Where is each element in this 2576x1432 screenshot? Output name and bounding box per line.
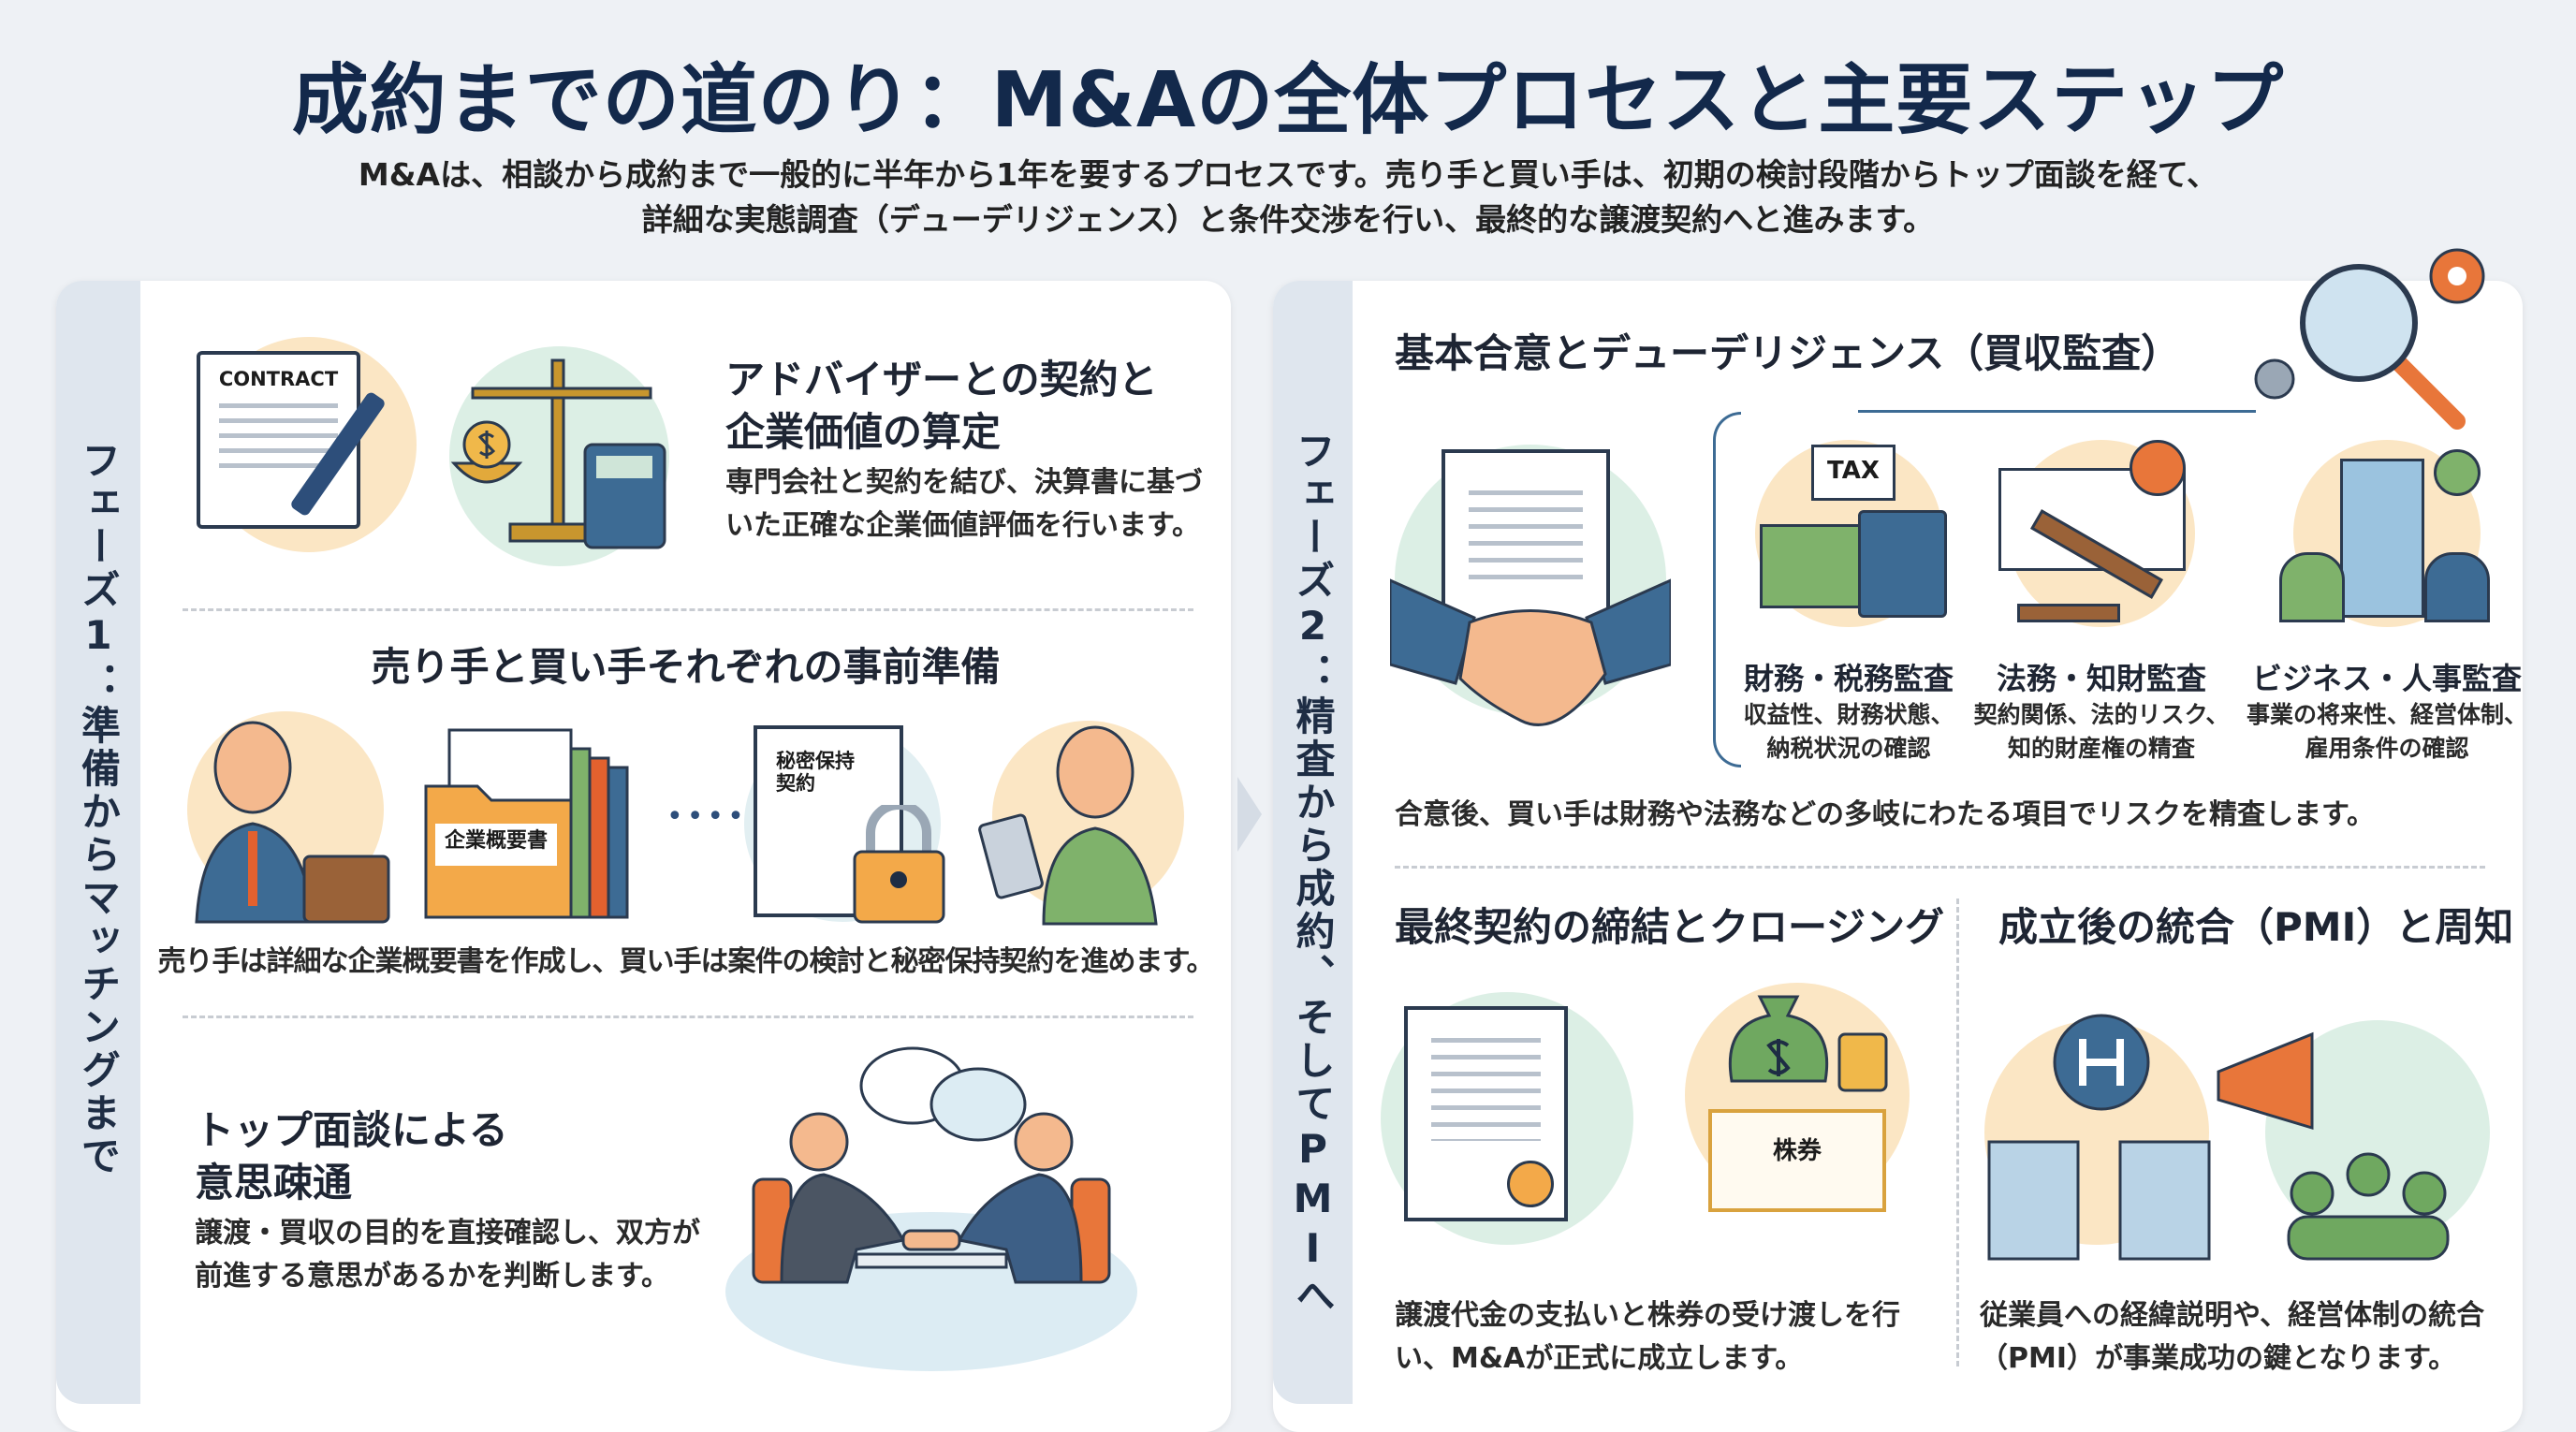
pmi-title: 成立後の統合（PMI）と周知 <box>1998 904 2514 950</box>
pmi-body-line-2: （PMI）が事業成功の鍵となります。 <box>1980 1342 2457 1375</box>
step3-body-line-2: 前進する意思があるかを判断します。 <box>195 1260 669 1293</box>
connector-line <box>1858 410 2256 413</box>
dd-title: 基本合意とデューデリジェンス（買収監査） <box>1395 330 2181 376</box>
phase1-label: フェーズ1：準備からマッチングまで <box>75 440 122 1178</box>
audit-desc-line-2: 雇用条件の確認 <box>2305 735 2469 762</box>
audit-business: ビジネス・人事監査 事業の将来性、経営体制、 雇用条件の確認 <box>2247 440 2527 766</box>
audit-desc-line-1: 収益性、財務状態、 <box>1743 701 1954 728</box>
step1-body-line-1: 専門会社と契約を結び、決算書に基づ <box>725 466 1203 499</box>
scale-calculator-icon <box>450 358 666 549</box>
subtitle-line-1: M&Aは、相談から成約まで一般的に半年から1年を要するプロセスです。売り手と買い… <box>358 156 2218 193</box>
magnifier-gear-icon <box>2254 248 2485 430</box>
closing-title: 最終契約の締結とクロージング <box>1395 904 1945 950</box>
step1-title-line-2: 企業価値の算定 <box>725 409 1002 455</box>
nda-label: 秘密保持 契約 <box>757 729 900 795</box>
audit-desc-line-1: 契約関係、法的リスク、 <box>1973 701 2230 728</box>
divider <box>1395 866 2485 869</box>
contract-icon: CONTRACT <box>197 351 360 529</box>
step3-body-line-1: 譲渡・買収の目的を直接確認し、双方が <box>195 1217 700 1249</box>
page-title: 成約までの道のり：M&Aの全体プロセスと主要ステップ <box>291 56 2285 145</box>
audit-title: 財務・税務監査 <box>1743 661 1954 696</box>
phase1-strip: フェーズ1：準備からマッチングまで <box>56 281 140 1404</box>
step1-body: 専門会社と契約を結び、決算書に基づ いた正確な企業価値評価を行います。 <box>725 461 1203 548</box>
step3-title: トップ面談による 意思疎通 <box>195 1104 508 1209</box>
closing-body-line-2: い、M&Aが正式に成立します。 <box>1395 1342 1804 1375</box>
pmi-body: 従業員への経緯説明や、経営体制の統合 （PMI）が事業成功の鍵となります。 <box>1980 1294 2484 1381</box>
step1-title: アドバイザーとの契約と 企業価値の算定 <box>725 354 1158 459</box>
audit-finance: TAX 財務・税務監査 収益性、財務状態、 納税状況の確認 <box>1741 440 1956 766</box>
company-profile-folder-icon <box>424 728 629 919</box>
step2-caption: 売り手は詳細な企業概要書を作成し、買い手は案件の検討と秘密保持契約を進めます。 <box>157 945 1215 978</box>
stock-label: 株券 <box>1772 1137 1822 1165</box>
step1-title-line-1: アドバイザーとの契約と <box>725 357 1158 402</box>
seller-icon <box>195 721 390 924</box>
megaphone-people-icon <box>2217 1031 2450 1261</box>
buyer-icon <box>978 725 1158 926</box>
dd-caption: 合意後、買い手は財務や法務などの多岐にわたる項目でリスクを精査します。 <box>1395 798 2375 831</box>
seal-ribbon-icon <box>1507 1161 1554 1207</box>
audit-legal: 法務・知財監査 契約関係、法的リスク、 知的財産権の精査 <box>1966 440 2237 766</box>
audit-desc-line-2: 納税状況の確認 <box>1766 735 1931 762</box>
lock-icon <box>853 805 945 924</box>
nda-label-line-1: 秘密保持 <box>776 750 855 772</box>
contract-label: CONTRACT <box>218 368 339 390</box>
divider <box>183 1016 1193 1018</box>
step3-title-line-1: トップ面談による <box>195 1107 508 1153</box>
finance-tax-icon: TAX <box>1755 440 1947 627</box>
step3-body: 譲渡・買収の目的を直接確認し、双方が 前進する意思があるかを判断します。 <box>195 1212 700 1298</box>
step2-title: 売り手と買い手それぞれの事前準備 <box>371 644 1001 690</box>
pmi-body-line-1: 従業員への経緯説明や、経営体制の統合 <box>1980 1299 2485 1332</box>
subtitle-line-2: 詳細な実態調査（デューデリジェンス）と条件交渉を行い、最終的な譲渡契約へと進みま… <box>641 201 1935 238</box>
audit-bracket <box>1713 412 1741 767</box>
business-hr-icon <box>2279 440 2490 627</box>
step1-body-line-2: いた正確な企業価値評価を行います。 <box>725 509 1200 542</box>
nda-label-line-2: 契約 <box>776 772 815 795</box>
vertical-divider <box>1956 899 1959 1366</box>
audit-desc-line-1: 事業の将来性、経営体制、 <box>2247 701 2528 728</box>
closing-body-line-1: 譲渡代金の支払いと株券の受け渡しを行 <box>1395 1299 1900 1332</box>
legal-gavel-icon <box>1998 440 2195 627</box>
phase2-strip: フェーズ2：精査から成約、そしてPMIへ <box>1273 281 1353 1404</box>
divider <box>183 608 1193 611</box>
folder-label: 企業概要書 <box>444 829 548 853</box>
handshake-icon <box>1390 578 1671 726</box>
top-meeting-illustration <box>725 1046 1137 1371</box>
phase-arrow-icon <box>1237 777 1262 852</box>
closing-body: 譲渡代金の支払いと株券の受け渡しを行 い、M&Aが正式に成立します。 <box>1395 1294 1900 1381</box>
tax-label: TAX <box>1811 445 1895 501</box>
step3-title-line-2: 意思疎通 <box>195 1160 353 1206</box>
money-bag-coins-icon <box>1728 995 1888 1092</box>
audit-desc-line-2: 知的財産権の精査 <box>2007 735 2195 762</box>
stock-certificate-icon: 株券 <box>1708 1109 1886 1212</box>
audit-title: 法務・知財監査 <box>1996 661 2206 696</box>
phase2-label: フェーズ2：精査から成約、そしてPMIへ <box>1290 431 1336 1318</box>
merged-buildings-icon <box>1987 1014 2211 1261</box>
audit-title: ビジネス・人事監査 <box>2251 661 2522 696</box>
